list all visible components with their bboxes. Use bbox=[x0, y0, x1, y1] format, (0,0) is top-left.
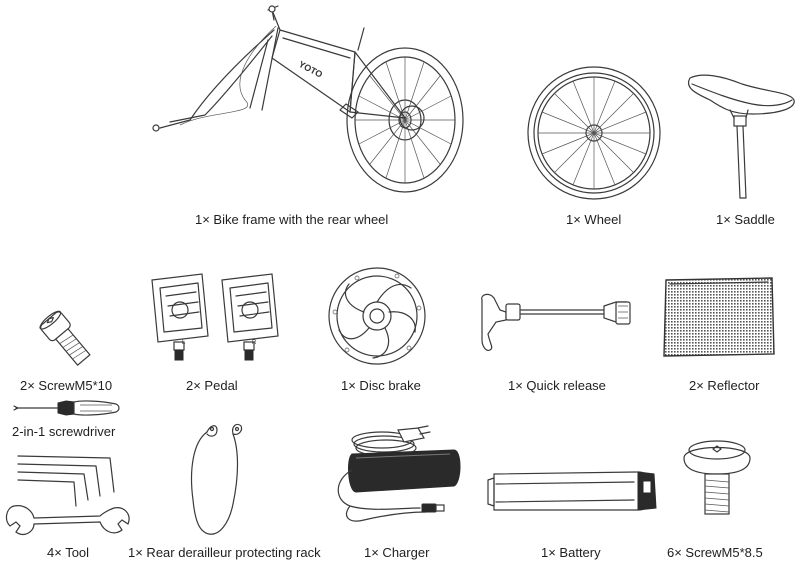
disc-brake-label: 1× Disc brake bbox=[341, 378, 421, 393]
screw-m5-85-illustration bbox=[680, 436, 754, 520]
svg-text:YOTO: YOTO bbox=[297, 59, 324, 80]
quick-release-illustration bbox=[476, 290, 646, 355]
derailleur-rack-illustration bbox=[185, 420, 245, 538]
pedal-left-mark: L bbox=[182, 340, 186, 346]
battery-illustration bbox=[484, 464, 664, 520]
reflector-illustration bbox=[662, 276, 777, 358]
reflector-label: 2× Reflector bbox=[689, 378, 760, 393]
screw-m5-10-label: 2× ScrewM5*10 bbox=[20, 378, 113, 393]
battery-label: 1× Battery bbox=[541, 545, 601, 560]
pedals-illustration: L R bbox=[142, 266, 288, 366]
screw-m5-10-illustration bbox=[32, 305, 102, 370]
charger-label: 1× Charger bbox=[364, 545, 430, 560]
derailleur-rack-label: 1× Rear derailleur protecting rack bbox=[128, 545, 321, 560]
saddle-label: 1× Saddle bbox=[716, 212, 775, 227]
wheel-label: 1× Wheel bbox=[566, 212, 622, 227]
saddle-illustration bbox=[682, 70, 797, 200]
screw-m5-85-label: 6× ScrewM5*8.5 bbox=[667, 545, 763, 560]
pedal-label: 2× Pedal bbox=[186, 378, 238, 393]
pedal-right-mark: R bbox=[252, 340, 257, 346]
screwdriver-label: 2-in-1 screwdriver bbox=[12, 424, 116, 439]
screwdriver-illustration bbox=[12, 396, 122, 420]
tools-illustration bbox=[4, 450, 132, 542]
disc-brake-illustration bbox=[327, 266, 427, 366]
quick-release-label: 1× Quick release bbox=[508, 378, 606, 393]
charger-illustration bbox=[330, 420, 470, 538]
bike-frame-illustration: YOTO bbox=[150, 0, 480, 200]
tool-label: 4× Tool bbox=[47, 545, 90, 560]
bike-frame-label: 1× Bike frame with the rear wheel bbox=[195, 212, 389, 227]
wheel-illustration bbox=[526, 65, 662, 201]
